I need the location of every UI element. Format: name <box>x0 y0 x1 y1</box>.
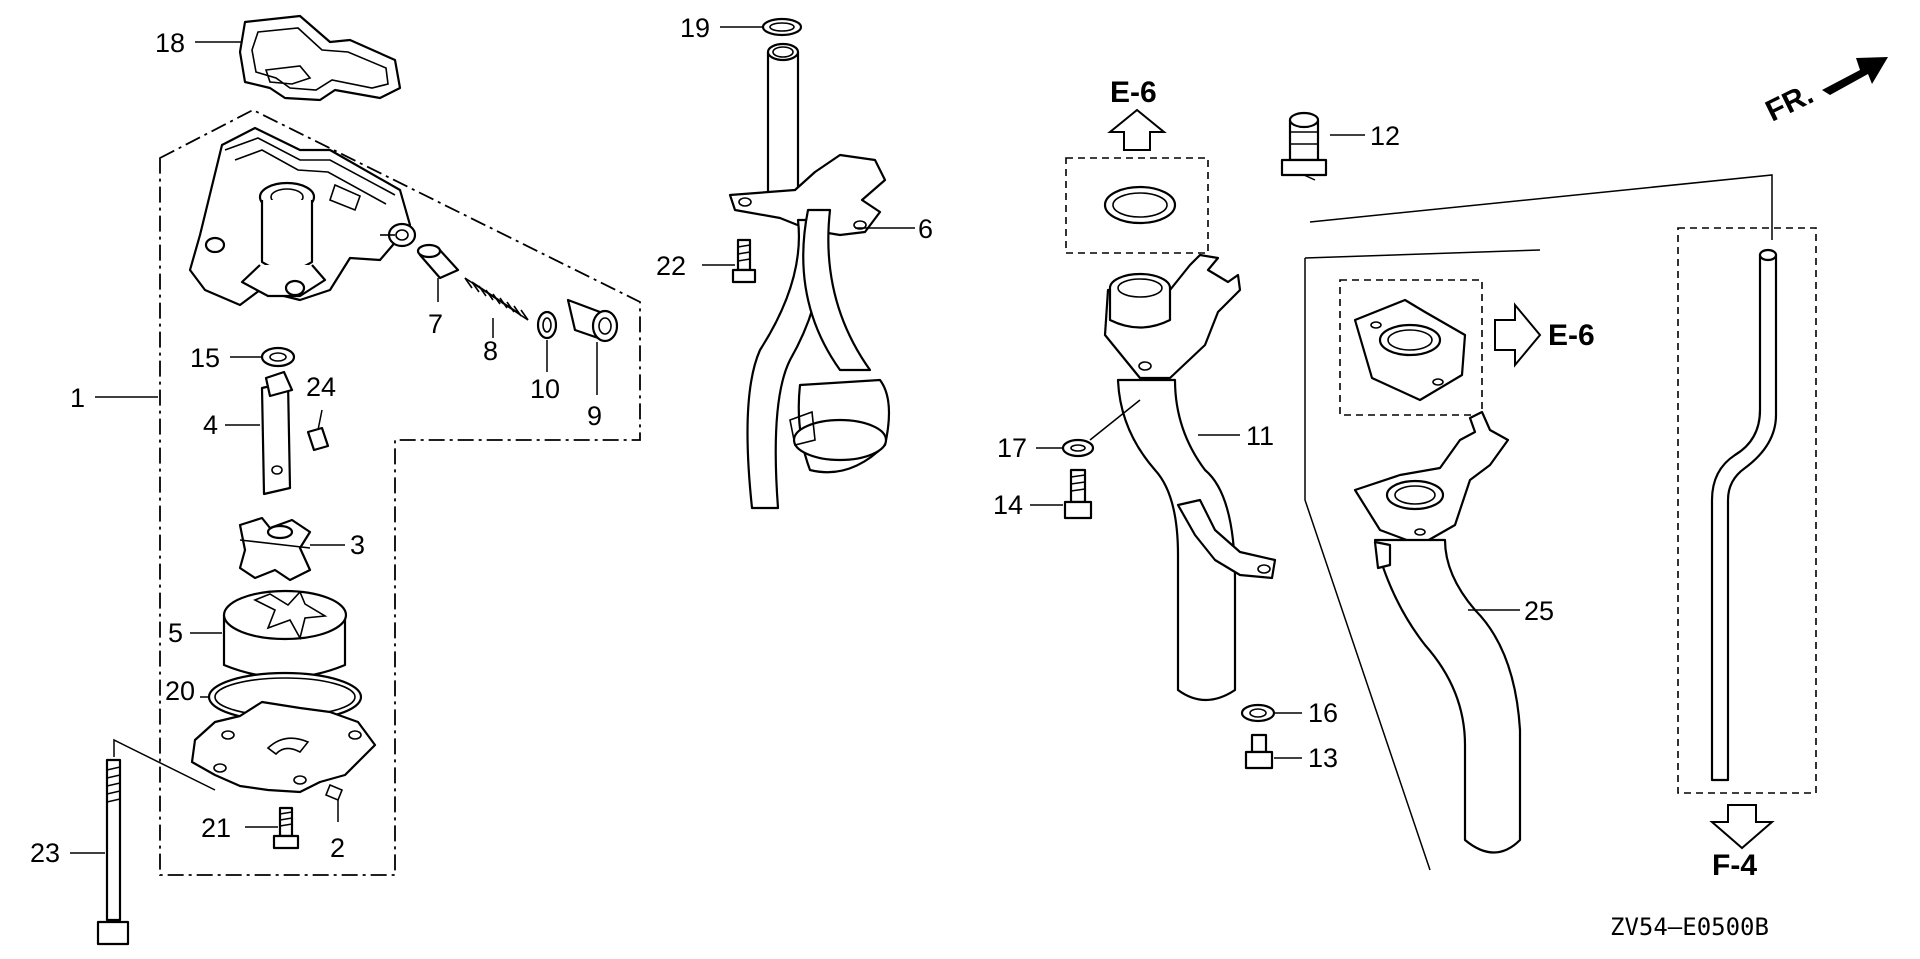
callout-9: 9 <box>587 401 602 431</box>
diagonal-line-right <box>1304 249 1541 259</box>
e6-right-reference <box>1339 279 1542 416</box>
pump-housing <box>188 126 417 307</box>
callout-25: 25 <box>1524 596 1554 626</box>
ref-e6-top: E-6 <box>1110 76 1157 109</box>
callout-3: 3 <box>350 530 365 560</box>
part-24-pin <box>306 409 330 452</box>
callout-13: 13 <box>1308 743 1338 773</box>
part-15-washer <box>230 346 296 368</box>
part-16-washer <box>1240 703 1302 723</box>
diagonal-line-left <box>1304 258 1431 871</box>
callout-7: 7 <box>428 309 443 339</box>
part-4-shaft <box>225 370 294 496</box>
part-18-gasket <box>238 14 402 102</box>
callout-16: 16 <box>1308 698 1338 728</box>
callout-10: 10 <box>530 374 560 404</box>
diagram-code: ZV54—E0500B <box>1610 913 1769 941</box>
part-7-sleeve <box>416 243 460 302</box>
front-direction-arrow <box>1822 57 1888 95</box>
fr-label: FR. <box>1761 77 1819 128</box>
callout-17: 17 <box>997 433 1027 463</box>
callout-1: 1 <box>70 383 85 413</box>
part-21-bolt <box>245 806 300 850</box>
ref-f4: F-4 <box>1712 849 1757 882</box>
part-22-bolt <box>702 238 757 284</box>
callout-21: 21 <box>201 813 231 843</box>
callout-2: 2 <box>330 833 345 863</box>
callout-22: 22 <box>656 251 686 281</box>
part-9-plug-bolt <box>566 298 619 395</box>
part-12-grommet <box>1280 111 1365 181</box>
callout-4: 4 <box>203 410 218 440</box>
part-8-spring <box>464 277 529 338</box>
callout-20: 20 <box>165 676 195 706</box>
callout-14: 14 <box>993 490 1023 520</box>
part-17-washer <box>1036 399 1141 458</box>
callout-11: 11 <box>1246 421 1274 451</box>
diagonal-line-top <box>1309 174 1773 240</box>
callout-18: 18 <box>155 28 185 58</box>
part-11-oil-pipe <box>1103 253 1277 701</box>
part-14-bolt <box>1030 468 1093 520</box>
f4-arrow <box>1709 804 1775 850</box>
callout-19: 19 <box>680 13 710 43</box>
callout-12: 12 <box>1370 121 1400 151</box>
part-10-washer <box>536 310 558 372</box>
assembly-1-boundary <box>159 108 641 876</box>
part-6-oil-strainer <box>728 42 915 510</box>
callout-15: 15 <box>190 343 220 373</box>
e6-top-reference <box>1065 108 1209 254</box>
callout-8: 8 <box>483 336 498 366</box>
breather-tube <box>1677 227 1817 794</box>
part-25-oil-pipe <box>1353 410 1522 854</box>
part-2-pump-cover <box>190 700 377 822</box>
ref-e6-right: E-6 <box>1548 319 1595 352</box>
callout-6: 6 <box>918 214 933 244</box>
part-13-bolt <box>1244 733 1302 770</box>
part-5-outer-rotor <box>190 589 348 679</box>
part-19-o-ring <box>720 17 803 37</box>
callout-5: 5 <box>168 618 183 648</box>
callout-23: 23 <box>30 838 60 868</box>
part-3-inner-rotor <box>238 516 345 582</box>
callout-24: 24 <box>306 372 336 402</box>
part-23-long-bolt <box>70 738 216 946</box>
